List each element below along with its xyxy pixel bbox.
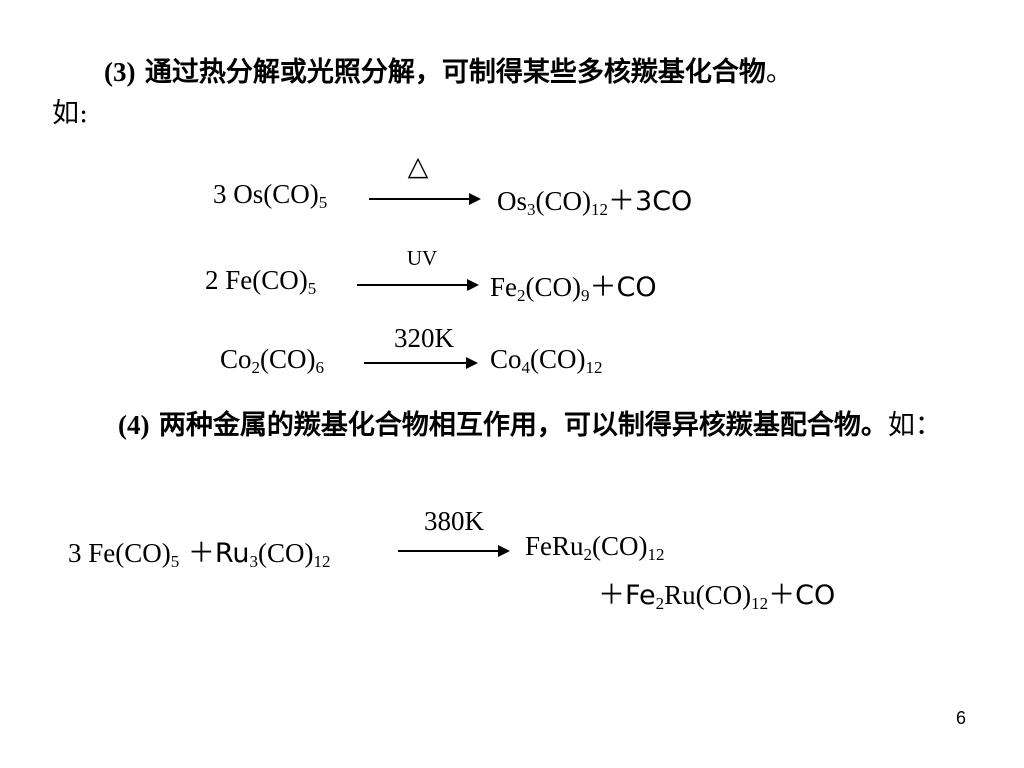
reaction-1-condition: △: [407, 151, 429, 181]
reaction-4-reactant-sub: 3: [249, 552, 259, 571]
reaction-1-product-sub: 12: [591, 200, 609, 219]
section-4-number: (4): [118, 410, 150, 440]
reaction-2-product-plus: ＋CO: [589, 272, 657, 303]
reaction-4-product-part: (CO): [592, 531, 648, 561]
reaction-1-product-sub: 3: [527, 200, 536, 219]
reaction-3-reactant-part: Co: [220, 344, 252, 374]
section-4-text: 两种金属的羰基化合物相互作用，可以制得异核羰基配合物。: [149, 410, 888, 441]
reaction-4-reactant-sub: 12: [313, 552, 331, 571]
reaction-1-reactant: 3 Os(CO)5: [213, 179, 328, 212]
section-3-text: 通过热分解或光照分解，可制得某些多核羰基化合物: [135, 57, 766, 88]
section-3-end: 。: [765, 57, 793, 88]
reaction-2-reactant-sub: 5: [307, 279, 317, 298]
reaction-1-reactant-sub: 5: [318, 193, 328, 212]
reaction-2-product-part: Fe: [490, 272, 517, 302]
reaction-3-reactant-part: (CO): [260, 344, 316, 374]
reaction-3-product-sub: 4: [521, 358, 531, 377]
reaction-4-product-sub: 12: [751, 594, 769, 613]
reaction-1-reactant-base: 3 Os(CO): [213, 179, 319, 209]
reaction-4-product-part: Ru(CO): [664, 580, 752, 610]
section-3-example-label: 如:: [52, 98, 89, 129]
reaction-1-arrow: [369, 193, 481, 205]
reaction-3-reactant: Co2(CO)6: [220, 344, 325, 377]
reaction-3-reactant-sub: 2: [251, 358, 261, 377]
section-4-example-label: 如：: [887, 410, 942, 441]
reaction-1-product-part: (CO): [535, 186, 592, 216]
reaction-4-product-plus: ＋CO: [768, 580, 836, 611]
reaction-2-product: Fe2(CO)9＋CO: [490, 265, 657, 304]
reaction-2-product-sub: 9: [581, 286, 590, 305]
reaction-4-product-sub: 12: [647, 545, 665, 564]
reaction-2-product-part: (CO): [525, 272, 582, 302]
page-number: 6: [955, 708, 966, 728]
reaction-3-reactant-sub: 6: [315, 358, 325, 377]
reaction-3-product-part: (CO): [530, 344, 586, 374]
section-3-paragraph: (3) 通过热分解或光照分解，可制得某些多核羰基化合物。 如:: [52, 52, 962, 134]
reaction-1-product-plus: ＋3CO: [608, 186, 693, 217]
reaction-4-product-part: FeRu: [525, 531, 584, 561]
reaction-3-arrow: [364, 357, 478, 369]
reaction-4-condition: 380K: [424, 506, 484, 536]
reaction-4-product-sub: 2: [655, 594, 665, 613]
reaction-3-product: Co4(CO)12: [490, 344, 603, 377]
section-4-paragraph: (4) 两种金属的羰基化合物相互作用，可以制得异核羰基配合物。如：: [52, 405, 962, 446]
reaction-2-product-sub: 2: [517, 286, 526, 305]
reaction-3-product-part: Co: [490, 344, 522, 374]
reaction-4-product-part: ＋Fe: [598, 580, 656, 611]
reaction-4-arrow: [398, 545, 510, 557]
reaction-1-product: Os3(CO)12＋3CO: [497, 179, 692, 218]
reaction-2-condition: UV: [406, 246, 438, 270]
reaction-4-reactant-part: (CO): [258, 538, 314, 568]
reaction-4-product-line-1: FeRu2(CO)12: [525, 531, 665, 564]
reaction-4-reactant: 3 Fe(CO)5 ＋Ru3(CO)12: [68, 531, 331, 570]
reaction-1-product-part: Os: [497, 186, 528, 216]
reaction-3-product-sub: 12: [585, 358, 603, 377]
reaction-2-arrow: [357, 279, 479, 291]
reaction-4-product-sub: 2: [583, 545, 593, 564]
section-3-number: (3): [104, 57, 136, 87]
reaction-4-reactant-sub: 5: [170, 552, 180, 571]
reaction-3-condition: 320K: [394, 323, 454, 353]
reaction-4-reactant-part: ＋Ru: [179, 538, 250, 569]
reaction-2-reactant-base: 2 Fe(CO): [205, 265, 308, 295]
reaction-4-product-line-2: ＋Fe2Ru(CO)12＋CO: [598, 573, 835, 612]
reaction-2-reactant: 2 Fe(CO)5: [205, 265, 317, 298]
reaction-4-reactant-part: 3 Fe(CO): [68, 538, 171, 568]
